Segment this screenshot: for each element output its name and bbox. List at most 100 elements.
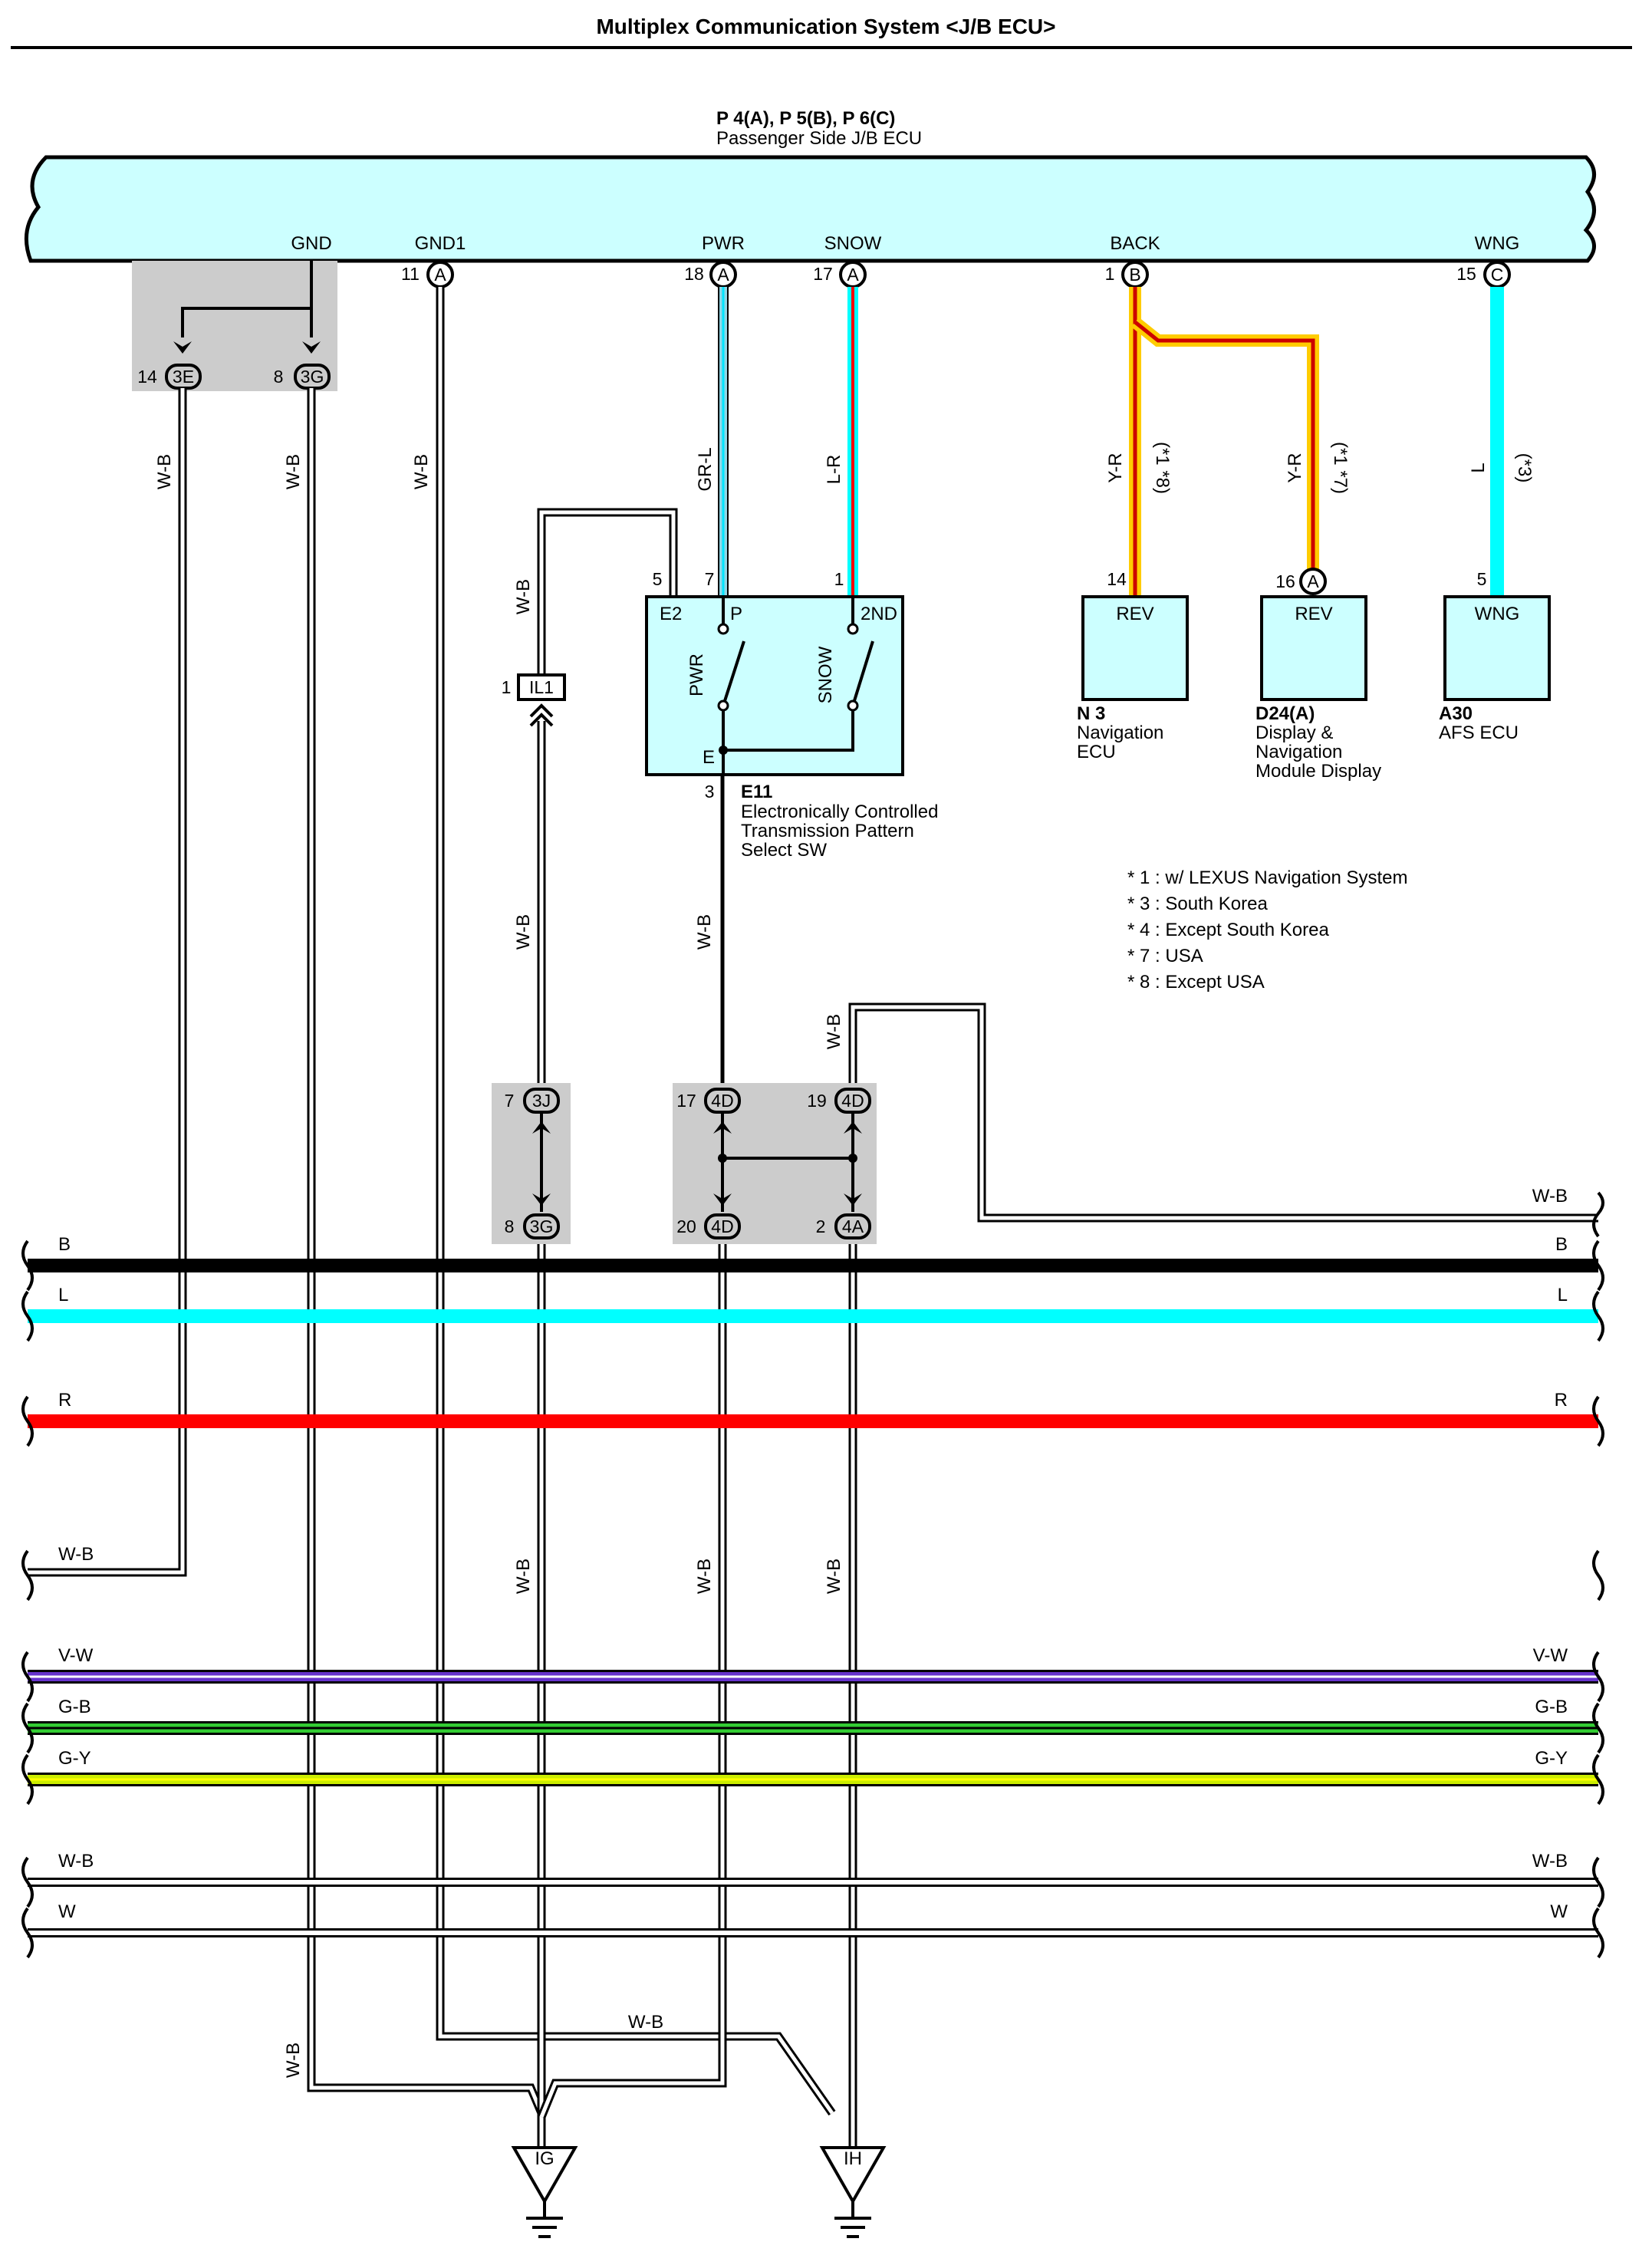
svg-text:20: 20 bbox=[676, 1216, 696, 1236]
svg-text:4D: 4D bbox=[711, 1091, 733, 1111]
svg-text:8: 8 bbox=[274, 367, 284, 387]
footnotes: * 1 : w/ LEXUS Navigation System * 3 : S… bbox=[1127, 867, 1407, 993]
svg-text:A: A bbox=[1307, 571, 1319, 591]
wire-label-wb-low2: W-B bbox=[694, 1559, 715, 1594]
svg-text:Navigation: Navigation bbox=[1077, 723, 1163, 743]
note-1: * 1 : w/ LEXUS Navigation System bbox=[1127, 867, 1407, 888]
bus-label-left-7: W-B bbox=[58, 1851, 94, 1871]
splice-4a: 4A 2 bbox=[816, 1213, 871, 1239]
svg-text:4D: 4D bbox=[841, 1091, 864, 1111]
ground-ig: IG bbox=[511, 2146, 578, 2238]
bus-label-right-0: B bbox=[1555, 1234, 1568, 1255]
svg-text:AFS ECU: AFS ECU bbox=[1439, 723, 1519, 743]
svg-text:IL1: IL1 bbox=[529, 677, 554, 697]
svg-text:1: 1 bbox=[502, 677, 512, 697]
svg-text:1: 1 bbox=[834, 569, 844, 589]
ecu-term-gnd1: GND1 bbox=[415, 233, 466, 254]
wb-branch-break bbox=[1592, 1191, 1604, 1238]
wire-label-wb-il1: W-B bbox=[513, 579, 534, 614]
connector-il1: IL1 1 bbox=[502, 673, 566, 727]
ecu-name: Passenger Side J/B ECU bbox=[716, 128, 922, 149]
svg-text:17: 17 bbox=[676, 1091, 696, 1111]
wire-label-wb-horiz: W-B bbox=[628, 2012, 663, 2033]
wb-wires bbox=[28, 287, 1598, 2148]
svg-text:7: 7 bbox=[505, 1091, 515, 1111]
wb-branch-label: W-B bbox=[1532, 1186, 1568, 1207]
svg-text:3G: 3G bbox=[301, 367, 324, 387]
wire-label-wb-1: W-B bbox=[154, 454, 175, 489]
bus-label-right-4: V-W bbox=[1533, 1645, 1568, 1666]
svg-text:WNG: WNG bbox=[1475, 604, 1520, 624]
wire-note-yr-2: (*1 *7) bbox=[1330, 442, 1351, 494]
bus-label-left-3: W-B bbox=[58, 1544, 94, 1565]
bus-label-right-6: G-Y bbox=[1535, 1748, 1568, 1769]
ecu-pin-back: 1 bbox=[1105, 264, 1115, 284]
svg-text:N 3: N 3 bbox=[1077, 703, 1105, 724]
svg-text:8: 8 bbox=[505, 1216, 515, 1236]
svg-text:PWR: PWR bbox=[686, 653, 707, 696]
switch-name-3: Select SW bbox=[741, 840, 827, 861]
note-8: * 8 : Except USA bbox=[1127, 972, 1265, 993]
svg-text:Display &: Display & bbox=[1255, 723, 1333, 743]
svg-text:SNOW: SNOW bbox=[815, 646, 836, 703]
component-d24: REV A 16 D24(A) Display & Navigation Mod… bbox=[1255, 568, 1381, 782]
note-7: * 7 : USA bbox=[1127, 946, 1203, 966]
wire-label-l: L bbox=[1468, 463, 1489, 472]
ecu-conn-snow: A bbox=[839, 261, 867, 288]
svg-text:REV: REV bbox=[1116, 604, 1153, 624]
svg-text:D24(A): D24(A) bbox=[1255, 703, 1315, 724]
wire-note-l: (*3) bbox=[1514, 453, 1535, 483]
svg-text:IH: IH bbox=[844, 2148, 862, 2169]
wire-label-wb-low3: W-B bbox=[824, 1559, 844, 1594]
svg-text:3G: 3G bbox=[530, 1216, 554, 1236]
bus-label-right-2: R bbox=[1555, 1390, 1568, 1411]
wire-label-wb-3: W-B bbox=[411, 454, 432, 489]
ecu-conn-gnd1: A bbox=[426, 261, 454, 288]
page-title: Multiplex Communication System <J/B ECU> bbox=[596, 15, 1055, 38]
splice-4d-17: 4D 17 bbox=[676, 1088, 741, 1114]
svg-text:3E: 3E bbox=[173, 367, 194, 387]
wire-label-wb-mid2: W-B bbox=[694, 914, 715, 950]
component-a30: WNG 5 A30 AFS ECU bbox=[1439, 569, 1551, 743]
splice-3j: 3J 7 bbox=[505, 1088, 560, 1114]
svg-text:E2: E2 bbox=[660, 604, 682, 624]
bus-label-right-7: W-B bbox=[1532, 1851, 1568, 1871]
svg-text:3J: 3J bbox=[532, 1091, 551, 1111]
gnd-junction-wire bbox=[181, 261, 313, 337]
ecu-term-wng: WNG bbox=[1475, 233, 1520, 254]
bus-label-left-5: G-B bbox=[58, 1697, 91, 1717]
splice-4d-19: 4D 19 bbox=[807, 1088, 871, 1114]
component-n3: REV 14 N 3 Navigation ECU bbox=[1077, 569, 1189, 762]
svg-text:2: 2 bbox=[816, 1216, 826, 1236]
svg-text:5: 5 bbox=[1477, 569, 1487, 589]
svg-text:4D: 4D bbox=[711, 1216, 733, 1236]
ecu-term-snow: SNOW bbox=[824, 233, 882, 254]
svg-text:7: 7 bbox=[705, 569, 715, 589]
ecu-term-gnd: GND bbox=[291, 233, 331, 254]
note-3: * 3 : South Korea bbox=[1127, 894, 1268, 914]
svg-text:Navigation: Navigation bbox=[1255, 742, 1342, 762]
ecu-conn-wng: C bbox=[1483, 261, 1511, 288]
bus-label-left-0: B bbox=[58, 1234, 71, 1255]
svg-text:5: 5 bbox=[653, 569, 663, 589]
splice-3g-bottom: 3G 8 bbox=[505, 1213, 560, 1239]
svg-text:A: A bbox=[847, 265, 859, 285]
ecu-conn-pwr: A bbox=[709, 261, 737, 288]
bus-label-right-1: L bbox=[1558, 1285, 1568, 1305]
switch-code: E11 bbox=[741, 782, 772, 802]
bus-7: W-B W-B bbox=[21, 1851, 1604, 1908]
svg-text:REV: REV bbox=[1295, 604, 1332, 624]
wire-label-lr: L-R bbox=[824, 455, 844, 485]
switch-e11: E2 P 2ND E 5 7 1 3 PWR SNOW bbox=[645, 569, 904, 802]
wire-label-grl: GR-L bbox=[695, 447, 716, 491]
splice-4d-20: 4D 20 bbox=[676, 1213, 741, 1239]
svg-text:14: 14 bbox=[137, 367, 157, 387]
splice-dot-1 bbox=[718, 1154, 727, 1163]
wire-label-wb-mid1: W-B bbox=[513, 914, 534, 950]
ecu-pin-wng: 15 bbox=[1456, 264, 1476, 284]
ecu-conn-back: B bbox=[1121, 261, 1149, 288]
